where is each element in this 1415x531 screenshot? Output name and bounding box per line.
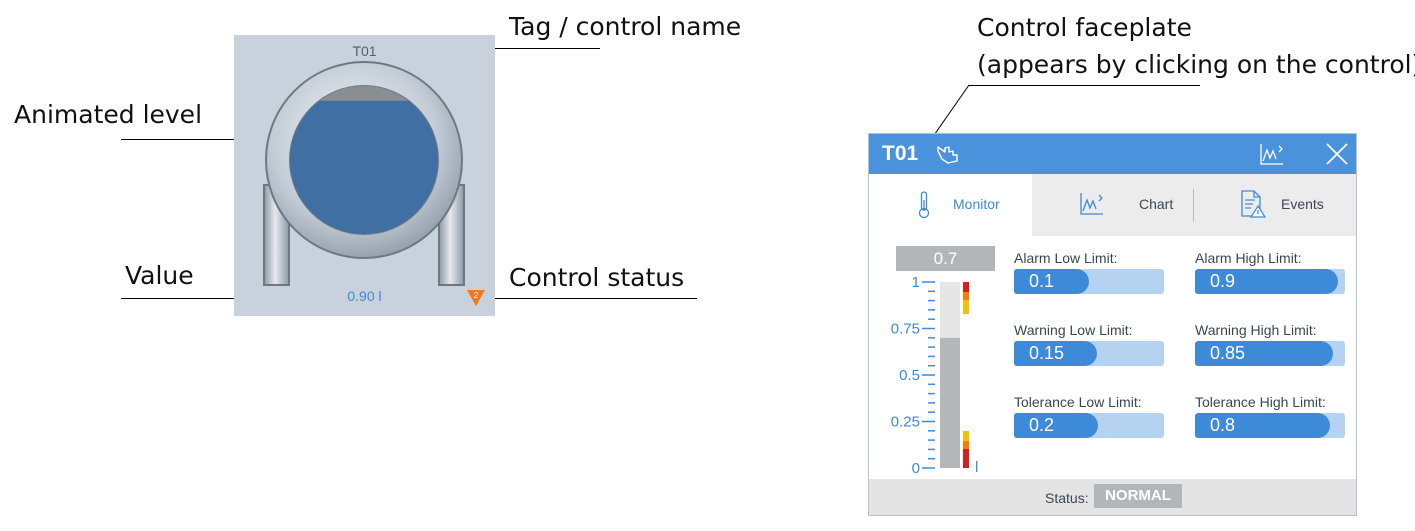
tolerance-high-marker <box>963 300 969 314</box>
warning-low-limit-value: 0.15 <box>1029 343 1065 363</box>
tolerance-low-marker <box>963 431 969 441</box>
warning-high-limit-fill <box>1195 341 1333 366</box>
level-gauge: 1 0.75 0.5 0.25 0 l <box>891 276 979 476</box>
alarm-high-marker <box>963 282 969 300</box>
tank-level-fill <box>290 100 438 234</box>
alarm-low-marker <box>963 449 969 468</box>
warning-high-marker <box>963 292 969 300</box>
tab-events[interactable]: Events <box>1194 174 1356 236</box>
gauge-scale: 1 0.75 0.5 0.25 0 <box>891 276 935 476</box>
faceplate-monitor-panel: 0.7 1 0.75 0.5 0.25 0 l Alarm Low Limit: 0.1… <box>869 236 1356 479</box>
tab-chart[interactable]: Chart <box>1032 174 1193 236</box>
tab-chart-label: Chart <box>1139 196 1174 212</box>
status-badge: NORMAL <box>1094 484 1182 508</box>
tank-graphic <box>263 61 465 286</box>
alarm-high-limit-field[interactable]: 0.9 <box>1195 269 1345 294</box>
warning-high-limit-label: Warning High Limit: <box>1195 322 1317 338</box>
gauge-tick-label: 1 <box>912 276 920 291</box>
annotation-line-status <box>489 298 697 299</box>
tolerance-high-limit-field[interactable]: 0.8 <box>1195 413 1345 438</box>
gauge-level-fill <box>940 337 960 468</box>
chart-icon[interactable] <box>1259 142 1285 166</box>
tolerance-high-limit-label: Tolerance High Limit: <box>1195 394 1326 410</box>
warning-low-limit-fill <box>1014 341 1097 366</box>
tab-monitor[interactable]: Monitor <box>869 174 1032 236</box>
alarm-high-limit-value: 0.9 <box>1210 271 1236 291</box>
close-icon[interactable] <box>1325 142 1349 166</box>
gauge-readout: 0.7 <box>896 246 995 271</box>
alarm-high-limit-fill <box>1195 269 1338 294</box>
annotation-value: Value <box>125 261 194 290</box>
annotation-line-faceplate <box>968 85 1200 86</box>
faceplate-footer: Status: NORMAL <box>869 479 1356 515</box>
annotation-line-level <box>121 139 330 140</box>
alarm-low-limit-fill <box>1014 269 1089 294</box>
tab-monitor-label: Monitor <box>953 196 1000 212</box>
gauge-tick-label: 0.75 <box>891 321 920 338</box>
tolerance-low-limit-field[interactable]: 0.2 <box>1014 413 1164 438</box>
tab-divider <box>1193 189 1194 222</box>
chart-icon <box>1080 193 1103 215</box>
tank-value: 0.90 l <box>347 288 382 304</box>
thermometer-icon <box>918 191 930 219</box>
annotation-tag-name: Tag / control name <box>509 12 742 41</box>
warning-high-limit-value: 0.85 <box>1210 343 1246 363</box>
warning-low-marker <box>963 441 969 449</box>
annotation-faceplate-subtitle: (appears by clicking on the control) <box>977 50 1415 79</box>
warning-low-limit-field[interactable]: 0.15 <box>1014 341 1164 366</box>
annotation-animated-level: Animated level <box>14 100 203 129</box>
alarm-low-limit-value: 0.1 <box>1029 271 1055 291</box>
tolerance-low-limit-value: 0.2 <box>1029 415 1055 435</box>
tank-control[interactable]: T01 0.90 l 2 <box>234 35 495 316</box>
control-faceplate: T01 Monitor Chart <box>868 133 1357 516</box>
warning-low-limit-label: Warning Low Limit: <box>1014 322 1133 338</box>
gauge-tick-label: 0 <box>912 460 920 476</box>
annotation-line-value <box>121 298 332 299</box>
alarm-low-limit-label: Alarm Low Limit: <box>1014 250 1118 266</box>
faceplate-tabs: Monitor Chart Events <box>869 174 1356 236</box>
tab-events-label: Events <box>1281 196 1324 212</box>
faceplate-header: T01 <box>869 134 1356 174</box>
annotation-line-tag <box>392 48 600 49</box>
hand-icon[interactable] <box>936 143 960 165</box>
gauge-tick-label: 0.25 <box>891 414 920 431</box>
faceplate-title: T01 <box>882 142 919 165</box>
alarm-high-limit-label: Alarm High Limit: <box>1195 250 1302 266</box>
gauge-tick-label: 0.5 <box>899 367 920 384</box>
tolerance-high-limit-fill <box>1195 413 1330 438</box>
warning-triangle-icon[interactable]: 2 <box>467 290 485 306</box>
tank-tag-label: T01 <box>352 43 377 59</box>
tolerance-low-limit-fill <box>1014 413 1098 438</box>
alarm-low-limit-field[interactable]: 0.1 <box>1014 269 1164 294</box>
tolerance-low-limit-label: Tolerance Low Limit: <box>1014 394 1142 410</box>
document-warning-icon <box>1241 190 1266 218</box>
annotation-control-status: Control status <box>509 263 685 292</box>
warning-high-limit-field[interactable]: 0.85 <box>1195 341 1345 366</box>
annotation-faceplate-title: Control faceplate <box>977 13 1192 42</box>
svg-text:2: 2 <box>474 291 479 300</box>
gauge-unit: l <box>975 459 978 476</box>
tolerance-high-limit-value: 0.8 <box>1210 415 1236 435</box>
status-label: Status: <box>1045 490 1089 506</box>
